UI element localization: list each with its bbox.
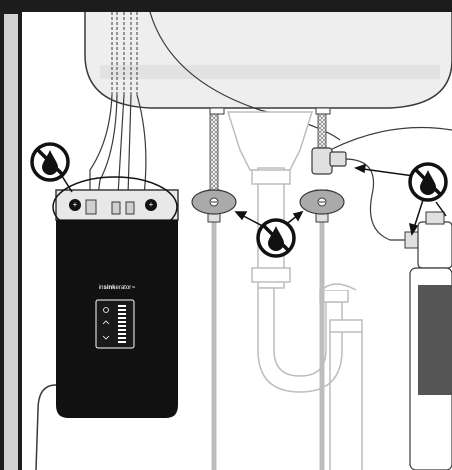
power-cord	[35, 384, 57, 470]
water-filter	[404, 211, 452, 470]
cabinet-side-panel	[4, 14, 18, 470]
no-water-drop-icon	[256, 218, 296, 258]
hot-shutoff-valve	[191, 189, 237, 223]
no-water-drop-icon	[30, 142, 70, 182]
power-icon	[103, 307, 109, 313]
plus-icon: +	[149, 200, 154, 209]
no-water-drop-icon	[408, 162, 448, 202]
filter-supply-line	[329, 126, 452, 151]
sink-bowl	[84, 12, 452, 115]
cabinet-top-edge	[0, 0, 452, 12]
control-panel	[95, 299, 135, 349]
cold-shutoff-valve	[299, 189, 345, 223]
temperature-bar	[118, 305, 126, 343]
hot-supply-braid	[209, 113, 219, 200]
boiler-unit: + + insinkerator™	[35, 189, 179, 470]
brand-logo: insinkerator™	[99, 285, 135, 291]
plus-icon: +	[73, 200, 78, 209]
chevron-down-icon	[102, 335, 110, 340]
chevron-up-icon	[102, 320, 110, 325]
fittings-callout	[52, 176, 178, 238]
tee-valve	[311, 147, 405, 241]
